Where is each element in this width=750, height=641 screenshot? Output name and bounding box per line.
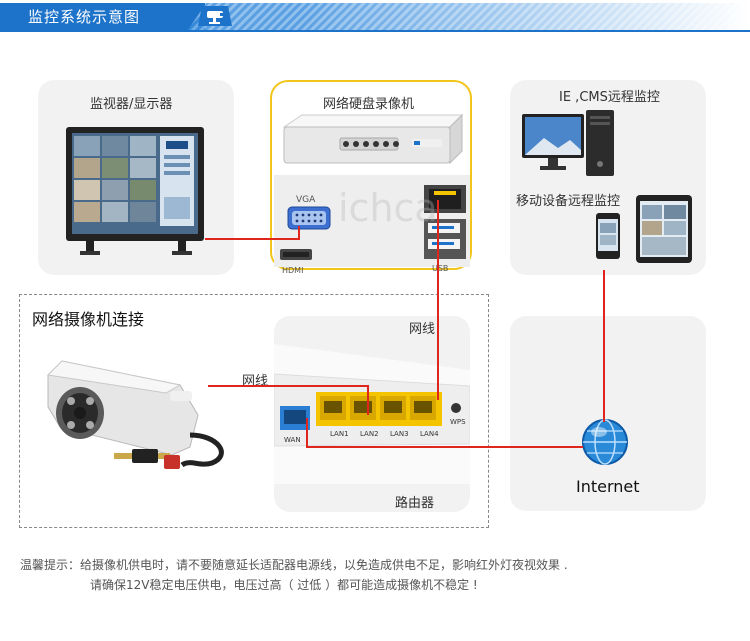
wire-wan-drop <box>306 418 308 448</box>
header-banner: 监控系统示意图 <box>0 0 750 32</box>
camera-icon <box>46 360 224 469</box>
usb-port-label: USB <box>432 264 449 273</box>
note-line-1: 温馨提示：给摄像机供电时，请不要随意延长适配器电源线，以免造成供电不足，影响红外… <box>20 558 568 572</box>
wire-camera-lan2-drop <box>367 385 369 415</box>
globe-icon <box>582 419 628 465</box>
dvr-device-icon <box>282 113 464 165</box>
watermark: ichca <box>338 186 438 230</box>
note-line-2: 请确保12V稳定电压供电，电压过高（ 过低 ）都可能造成摄像机不稳定 ! <box>90 578 478 592</box>
router-port-wps: WPS <box>450 418 466 426</box>
mobile-devices-icon <box>596 195 692 263</box>
router-port-wan: WAN <box>284 436 301 444</box>
banner-bar <box>0 3 205 30</box>
router-device-icon <box>274 344 470 484</box>
monitor-label: 监视器/显示器 <box>90 97 173 112</box>
vga-port-label: VGA <box>296 195 316 205</box>
camera-section-label: 网络摄像机连接 <box>32 310 145 329</box>
router-cable-label: 网线 <box>409 322 436 337</box>
dvr-label: 网络硬盘录像机 <box>323 97 415 112</box>
router-port-lan4: LAN4 <box>420 430 439 438</box>
wire-dvr-router <box>437 200 439 400</box>
internet-panel <box>510 316 706 511</box>
monitor-icon <box>66 127 204 255</box>
remote-mobile-label: 移动设备远程监控 <box>516 194 621 209</box>
hdmi-port-label: HDMI <box>282 266 304 275</box>
wire-camera-router <box>208 385 368 387</box>
router-port-lan1: LAN1 <box>330 430 349 438</box>
camera-icon <box>198 6 232 26</box>
router-port-lan2: LAN2 <box>360 430 379 438</box>
wire-mobile-internet <box>603 270 605 422</box>
router-label: 路由器 <box>395 496 435 511</box>
wire-monitor-dvr <box>205 238 300 240</box>
router-port-lan3: LAN3 <box>390 430 409 438</box>
wire-router-internet <box>307 446 583 448</box>
computer-icon <box>522 110 614 176</box>
page-title: 监控系统示意图 <box>28 8 141 26</box>
internet-label: Internet <box>576 477 640 496</box>
wire-dvr-vga-drop <box>298 226 300 240</box>
remote-pc-label: IE ,CMS远程监控 <box>559 90 660 105</box>
